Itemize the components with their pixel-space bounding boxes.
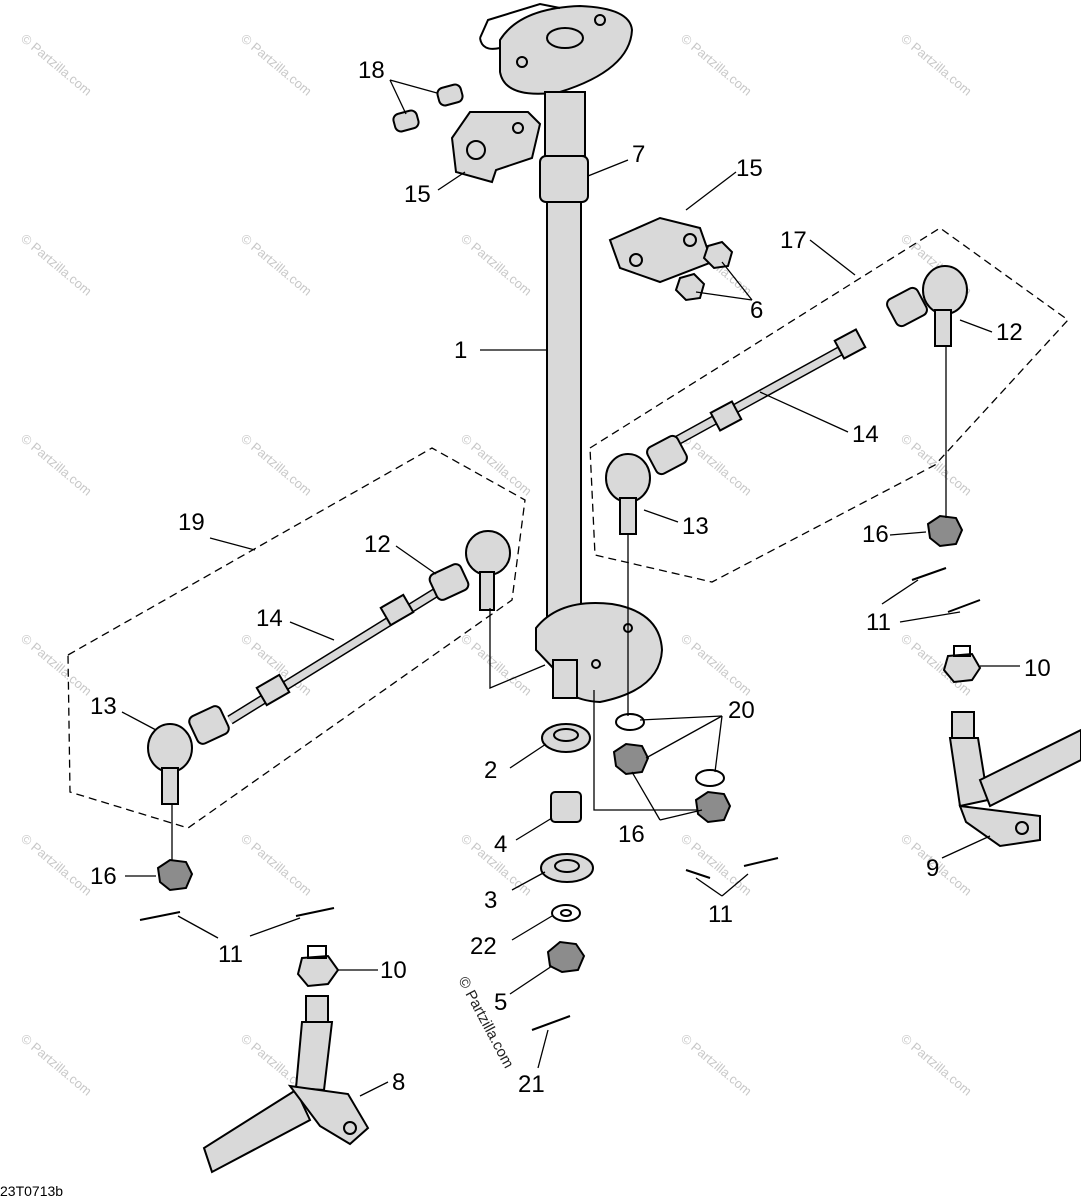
callout-16: 16 xyxy=(618,821,645,848)
nut-part xyxy=(674,240,734,302)
assembly-17-boundary xyxy=(589,227,1069,583)
cotter-pin-part xyxy=(139,567,981,1031)
callout-10: 10 xyxy=(1024,655,1051,682)
watermark: © Partzilla.com xyxy=(678,631,755,699)
clamp-part xyxy=(450,111,542,184)
watermark: © Partzilla.com xyxy=(678,1031,755,1099)
bushing-part xyxy=(550,791,582,823)
watermark: © Partzilla.com xyxy=(238,831,315,899)
callout-9: 9 xyxy=(926,855,939,882)
tie-rod-part xyxy=(227,585,443,725)
callout-5: 5 xyxy=(494,989,507,1016)
drawing-number: 23T0713b xyxy=(0,1183,63,1199)
spindle-part xyxy=(202,995,370,1174)
watermark: © Partzilla.com xyxy=(238,231,315,299)
leader-lines xyxy=(121,79,1020,1097)
watermark: © Partzilla.com xyxy=(678,831,755,899)
callout-3: 3 xyxy=(484,887,497,914)
copyright-stamp: © Partzilla.com xyxy=(454,974,516,1071)
watermark: © Partzilla.com xyxy=(458,431,535,499)
callout-14: 14 xyxy=(256,605,283,632)
watermark: © Partzilla.com xyxy=(678,31,755,99)
watermark: © Partzilla.com xyxy=(898,31,975,99)
callout-15: 15 xyxy=(736,155,763,182)
callout-19: 19 xyxy=(178,509,205,536)
tie-rod-part xyxy=(657,328,867,455)
seal-part xyxy=(540,853,594,883)
watermark: © Partzilla.com xyxy=(238,31,315,99)
washer-part xyxy=(615,713,725,787)
castle-nut-part xyxy=(942,645,982,684)
callout-12: 12 xyxy=(996,319,1023,346)
nut-part xyxy=(546,940,586,974)
watermark: © Partzilla.com xyxy=(18,831,95,899)
callout-6: 6 xyxy=(750,297,763,324)
clamp-part xyxy=(608,216,714,284)
steering-column-part xyxy=(479,2,664,704)
watermark: © Partzilla.com xyxy=(18,31,95,99)
nut-part xyxy=(694,790,732,824)
callout-21: 21 xyxy=(518,1071,545,1098)
castle-nut-part xyxy=(296,945,340,988)
callout-15: 15 xyxy=(404,181,431,208)
callout-11: 11 xyxy=(218,941,243,968)
watermark: © Partzilla.com xyxy=(678,431,755,499)
watermark: © Partzilla.com xyxy=(18,431,95,499)
tie-rod-end-part xyxy=(605,434,688,535)
callout-7: 7 xyxy=(632,141,645,168)
watermark: © Partzilla.com xyxy=(18,231,95,299)
callout-11: 11 xyxy=(866,609,891,636)
callout-12: 12 xyxy=(364,531,391,558)
assembly-19-boundary xyxy=(67,447,526,829)
callout-16: 16 xyxy=(90,863,117,890)
callout-14: 14 xyxy=(852,421,879,448)
watermark: © Partzilla.com xyxy=(898,1031,975,1099)
watermark: © Partzilla.com xyxy=(238,431,315,499)
watermark: © Partzilla.com xyxy=(18,631,95,699)
tie-rod-end-part xyxy=(886,265,968,347)
callout-22: 22 xyxy=(470,933,497,960)
watermark: © Partzilla.com xyxy=(458,631,535,699)
callout-labels: 18 7 15 15 17 6 12 1 14 13 16 19 12 14 1… xyxy=(90,57,1051,1098)
nut-part xyxy=(612,742,650,776)
nut-part xyxy=(156,858,194,892)
callout-16: 16 xyxy=(862,521,889,548)
callout-4: 4 xyxy=(494,831,507,858)
callout-20: 20 xyxy=(728,697,755,724)
callout-2: 2 xyxy=(484,757,497,784)
callout-11: 11 xyxy=(708,901,733,928)
nut-part xyxy=(926,514,964,548)
watermark: © Partzilla.com xyxy=(898,431,975,499)
callout-1: 1 xyxy=(454,337,467,364)
watermark: © Partzilla.com xyxy=(18,1031,95,1099)
bushing-part xyxy=(392,83,464,133)
callout-17: 17 xyxy=(780,227,807,254)
callout-13: 13 xyxy=(90,693,117,720)
watermark: © Partzilla.com xyxy=(458,231,535,299)
tie-rod-end-part xyxy=(428,530,511,611)
washer-part xyxy=(551,904,581,922)
seal-part xyxy=(541,723,591,753)
callout-8: 8 xyxy=(392,1069,405,1096)
spindle-part xyxy=(948,711,1081,848)
callout-13: 13 xyxy=(682,513,709,540)
callout-18: 18 xyxy=(358,57,385,84)
callout-10: 10 xyxy=(380,957,407,984)
tie-rod-end-part xyxy=(147,705,230,805)
